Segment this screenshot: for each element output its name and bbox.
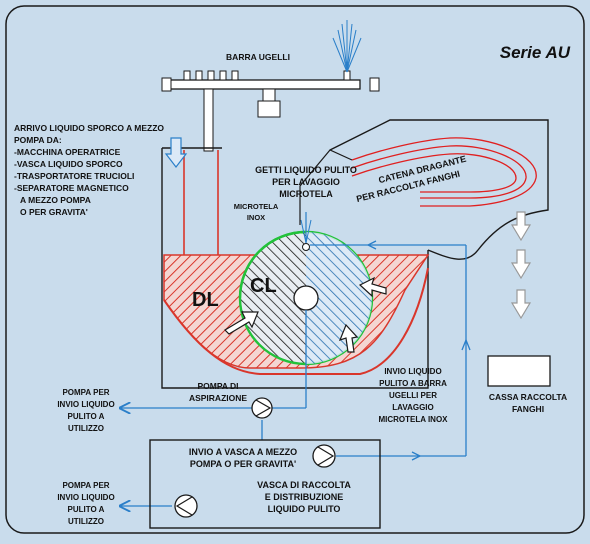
pompa-invio-1-line-1: POMPA PER <box>62 388 109 397</box>
cassa-line-2: FANGHI <box>512 404 544 414</box>
arrivo-line-2: POMPA DA: <box>14 135 62 145</box>
pompa-invio-2-line-4: UTILIZZO <box>68 517 104 526</box>
arrivo-line-5: -TRASPORTATORE TRUCIOLI <box>14 171 134 181</box>
microtela-line-2: INOX <box>247 213 265 222</box>
vasca-line-2: E DISTRIBUZIONE <box>265 492 344 502</box>
invio-barra-line-4: LAVAGGIO <box>392 403 433 412</box>
invio-barra-line-2: PULITO A BARRA <box>379 379 447 388</box>
sludge-box <box>487 355 551 387</box>
invio-barra-label: INVIO LIQUIDO PULITO A BARRA UGELLI PER … <box>378 367 448 424</box>
cl-label: CL <box>250 275 277 297</box>
aspiration-pump-icon <box>251 397 273 419</box>
getti-line-2: PER LAVAGGIO <box>272 177 340 187</box>
pompa-aspirazione-line-1: POMPA DI <box>197 381 238 391</box>
invio-barra-line-3: UGELLI PER <box>389 391 437 400</box>
arrivo-label: ARRIVO LIQUIDO SPORCO A MEZZO POMPA DA: … <box>14 123 164 217</box>
barra-ugelli-label: BARRA UGELLI <box>226 52 290 62</box>
nozzle-bar <box>161 70 380 152</box>
vasca-line-3: LIQUIDO PULITO <box>268 504 341 514</box>
dl-label: DL <box>192 289 219 311</box>
pompa-invio-2-label: POMPA PER INVIO LIQUIDO PULITO A UTILIZZ… <box>57 481 114 526</box>
clean-pipes <box>120 240 471 506</box>
arrivo-line-4: -VASCA LIQUIDO SPORCO <box>14 159 123 169</box>
transfer-pump-icon <box>312 444 336 468</box>
filter-tank <box>161 119 549 389</box>
sludge-drop-arrows <box>510 211 532 320</box>
arrivo-line-6: -SEPARATORE MAGNETICO <box>14 183 129 193</box>
invio-vasca-label: INVIO A VASCA A MEZZO POMPA O PER GRAVIT… <box>189 447 297 469</box>
invio-vasca-line-2: POMPA O PER GRAVITA' <box>190 459 296 469</box>
pompa-invio-2-line-2: INVIO LIQUIDO <box>57 493 114 502</box>
invio-vasca-line-1: INVIO A VASCA A MEZZO <box>189 447 297 457</box>
arrivo-line-1: ARRIVO LIQUIDO SPORCO A MEZZO <box>14 123 164 133</box>
pompa-aspirazione-label: POMPA DI ASPIRAZIONE <box>189 381 247 403</box>
pompa-invio-1-line-2: INVIO LIQUIDO <box>57 400 114 409</box>
microtela-line-1: MICROTELA <box>234 202 279 211</box>
pompa-invio-1-line-4: UTILIZZO <box>68 424 104 433</box>
arrivo-line-3: -MACCHINA OPERATRICE <box>14 147 121 157</box>
drag-chain <box>351 137 537 207</box>
arrivo-line-8: O PER GRAVITA' <box>20 207 88 217</box>
arrivo-line-7: A MEZZO POMPA <box>20 195 91 205</box>
getti-label: GETTI LIQUIDO PULITO PER LAVAGGIO MICROT… <box>255 165 357 199</box>
pompa-invio-2-line-1: POMPA PER <box>62 481 109 490</box>
inlet-arrow-icon <box>164 137 188 168</box>
getti-line-1: GETTI LIQUIDO PULITO <box>255 165 357 175</box>
series-title: Serie AU <box>500 43 571 62</box>
pompa-aspirazione-line-2: ASPIRAZIONE <box>189 393 247 403</box>
utility-pump-icon <box>174 494 198 518</box>
cassa-label: CASSA RACCOLTA FANGHI <box>489 392 567 414</box>
microtela-label: MICROTELA INOX <box>234 202 279 222</box>
spray-fan-icon <box>332 20 362 73</box>
vasca-raccolta-label: VASCA DI RACCOLTA E DISTRIBUZIONE LIQUID… <box>257 480 351 514</box>
cassa-line-1: CASSA RACCOLTA <box>489 392 567 402</box>
pompa-invio-1-label: POMPA PER INVIO LIQUIDO PULITO A UTILIZZ… <box>57 388 114 433</box>
invio-barra-line-1: INVIO LIQUIDO <box>384 367 441 376</box>
pompa-invio-1-line-3: PULITO A <box>68 412 105 421</box>
getti-line-3: MICROTELA <box>279 189 333 199</box>
pompa-invio-2-line-3: PULITO A <box>68 505 105 514</box>
invio-barra-line-5: MICROTELA INOX <box>378 415 448 424</box>
vasca-line-1: VASCA DI RACCOLTA <box>257 480 351 490</box>
flow-arrows <box>224 276 387 353</box>
clean-tank <box>149 439 381 529</box>
